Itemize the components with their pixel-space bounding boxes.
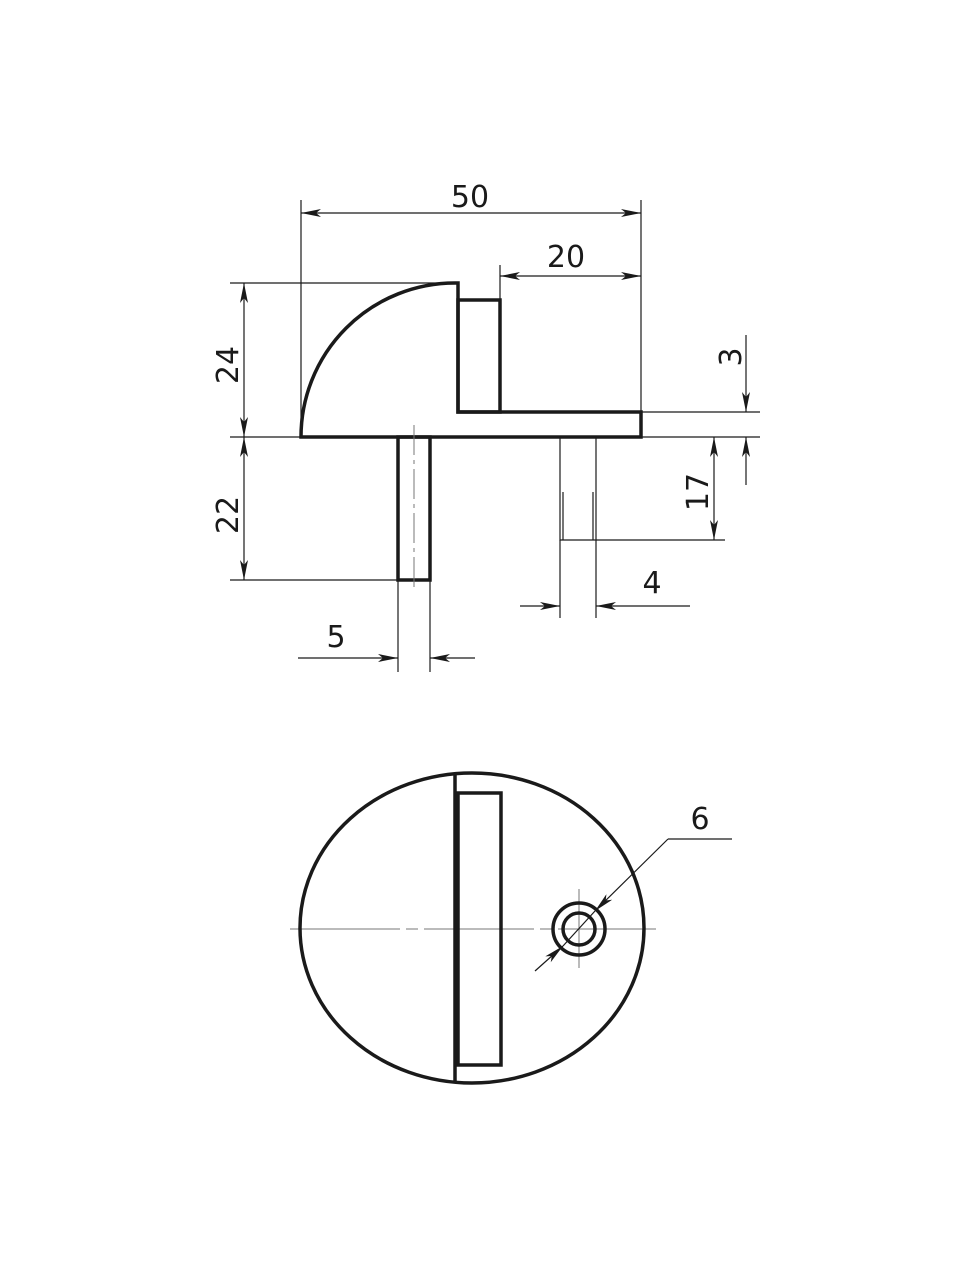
top-view: 6 — [290, 771, 732, 1085]
rubber-tab-top — [456, 791, 503, 1067]
dim-short-pin-diameter: 4 — [642, 566, 661, 601]
hole-outer-circle — [551, 901, 607, 957]
extension-lines — [230, 200, 760, 672]
dimension-lines — [240, 209, 750, 662]
door-stop-body-outline — [299, 281, 643, 439]
dim-long-pin-length: 22 — [211, 496, 246, 534]
hole-inner-circle — [561, 911, 597, 947]
dim-plate-thickness: 3 — [714, 347, 749, 366]
side-view: 50 20 24 22 3 17 4 5 — [211, 180, 760, 672]
short-pin-hole — [559, 437, 597, 541]
dim-short-pin-length: 17 — [681, 473, 716, 511]
rubber-tab — [456, 298, 502, 414]
dim-body-height: 24 — [211, 346, 246, 384]
dim-hole-diameter: 6 — [690, 802, 709, 837]
dim-overall-width: 50 — [451, 180, 489, 215]
dim-tab-to-edge: 20 — [547, 240, 585, 275]
dim-long-pin-diameter: 5 — [326, 620, 345, 655]
hole-diameter-leader — [534, 838, 732, 972]
base-outline — [298, 771, 646, 1085]
